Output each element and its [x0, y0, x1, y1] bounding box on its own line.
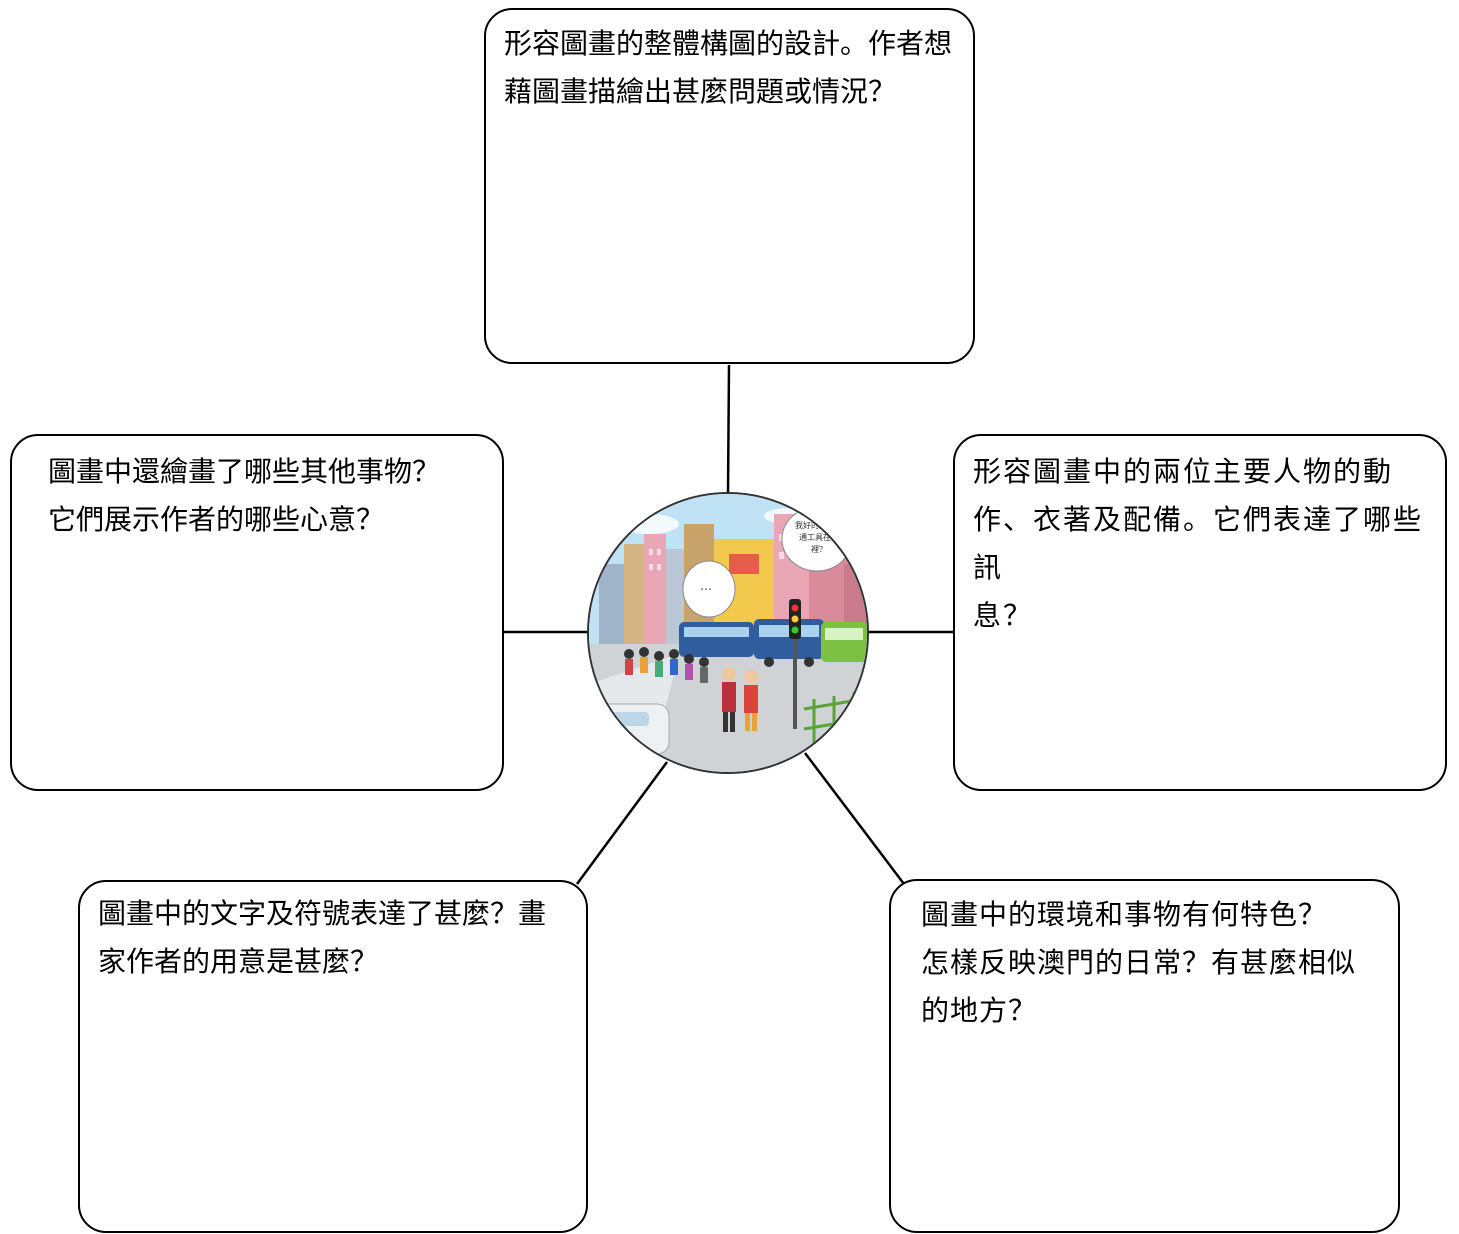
prompt-line: 形容圖畫的整體構圖的設計。作者想 [504, 27, 953, 60]
speech-bubble-left-text: … [700, 579, 712, 593]
prompt-box-environment: 圖畫中的環境和事物有何特色？ 怎樣反映澳門的日常？有甚麼相似 的地方？ [889, 879, 1400, 1233]
street-scene-illustration: … 我好的大型交通工具在哪裡？ [587, 492, 869, 774]
prompt-line: 圖畫中還繪畫了哪些其他事物？ [48, 455, 441, 488]
prompt-box-text-symbols: 圖畫中的文字及符號表達了甚麼？畫 家作者的用意是甚麼？ [78, 880, 588, 1233]
prompt-box-main-characters: 形容圖畫中的兩位主要人物的動 作、衣著及配備。它們表達了哪些訊 息？ [953, 434, 1447, 791]
prompt-line: 藉圖畫描繪出甚麼問題或情況？ [504, 75, 897, 108]
prompt-line: 息？ [973, 599, 1034, 632]
prompt-line: 圖畫中的文字及符號表達了甚麼？畫 [98, 897, 547, 930]
prompt-line: 它們展示作者的哪些心意？ [48, 503, 385, 536]
connector-bottom-left [575, 761, 669, 885]
prompt-line: 圖畫中的環境和事物有何特色？ [921, 898, 1328, 931]
speech-bubble-right-text: 我好的大型交通工具在哪裡？ [795, 521, 843, 554]
prompt-line: 形容圖畫中的兩位主要人物的動 [973, 455, 1394, 488]
prompt-line: 作、衣著及配備。它們表達了哪些訊 [973, 503, 1424, 584]
connector-top [726, 364, 731, 495]
prompt-line: 的地方？ [921, 994, 1038, 1027]
prompt-line: 怎樣反映澳門的日常？有甚麼相似 [921, 946, 1357, 979]
connector-bottom-right [804, 752, 905, 885]
prompt-line: 家作者的用意是甚麼？ [98, 945, 379, 978]
prompt-box-composition: 形容圖畫的整體構圖的設計。作者想 藉圖畫描繪出甚麼問題或情況？ [484, 8, 975, 364]
prompt-box-other-objects: 圖畫中還繪畫了哪些其他事物？ 它們展示作者的哪些心意？ [10, 434, 504, 791]
